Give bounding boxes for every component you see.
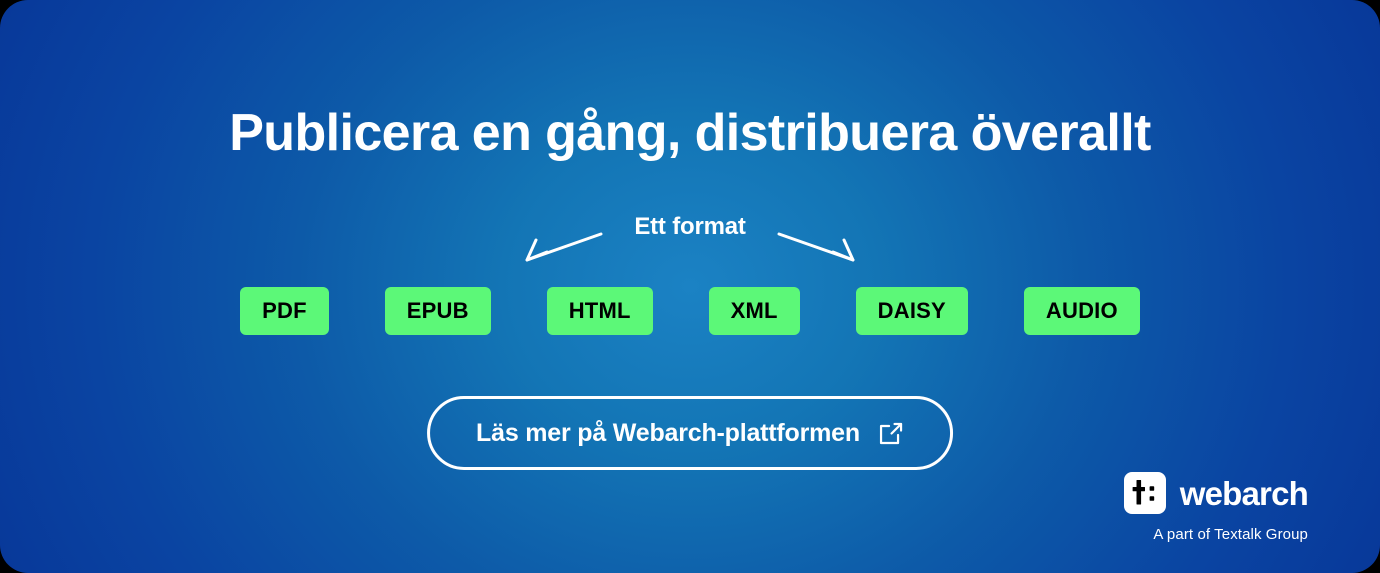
format-badge-epub[interactable]: EPUB bbox=[384, 287, 491, 335]
brand-tagline: A part of Textalk Group bbox=[1153, 526, 1308, 543]
read-more-button[interactable]: Läs mer på Webarch-plattformen bbox=[427, 396, 953, 470]
brand-wordmark: webarch bbox=[1179, 474, 1309, 512]
format-label: Ett format bbox=[634, 213, 746, 240]
page-title: Publicera en gång, distribuera överallt bbox=[229, 104, 1151, 162]
format-badge-list: PDF EPUB HTML XML DAISY AUDIO bbox=[0, 287, 1380, 335]
format-badge-pdf[interactable]: PDF bbox=[240, 287, 329, 335]
format-badge-daisy[interactable]: DAISY bbox=[855, 287, 968, 335]
brand-logo-block: webarch A part of Textalk Group bbox=[1123, 472, 1309, 543]
read-more-button-label: Läs mer på Webarch-plattformen bbox=[476, 418, 860, 447]
external-link-icon bbox=[878, 420, 904, 446]
format-header: Ett format bbox=[0, 213, 1380, 269]
format-badge-html[interactable]: HTML bbox=[546, 287, 653, 335]
brand-logo: webarch bbox=[1123, 472, 1309, 514]
textalk-t-colon-icon bbox=[1123, 472, 1166, 514]
format-badge-xml[interactable]: XML bbox=[708, 287, 800, 335]
format-badge-audio[interactable]: AUDIO bbox=[1023, 287, 1140, 335]
